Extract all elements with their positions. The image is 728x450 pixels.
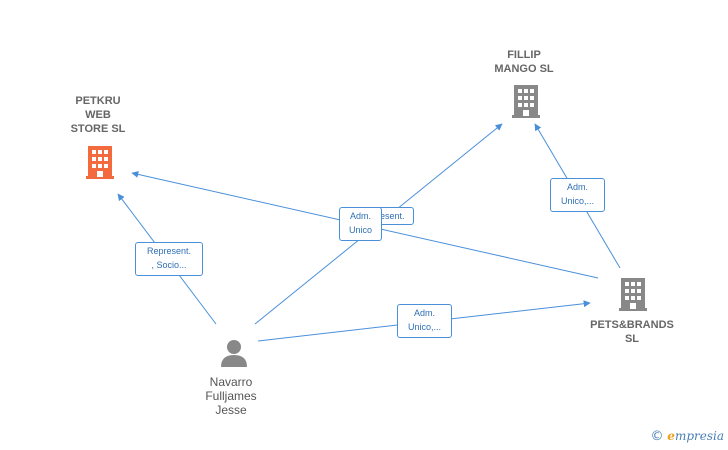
edge-label-person-pets[interactable]: Adm. Unico,... xyxy=(397,304,452,338)
building-icon-fillip[interactable] xyxy=(510,83,542,119)
node-label-pets[interactable]: PETS&BRANDS SL xyxy=(590,319,674,345)
edge-label-pets-fillip[interactable]: Adm. Unico,... xyxy=(550,178,605,212)
brand-e-letter: e xyxy=(667,429,675,443)
node-label-petkru[interactable]: PETKRU WEB STORE SL xyxy=(70,95,126,135)
building-icon-petkru[interactable] xyxy=(84,144,116,180)
brand-logo: © empresia xyxy=(650,429,724,444)
person-icon[interactable] xyxy=(219,338,249,368)
node-label-person[interactable]: Navarro Fulljames Jesse xyxy=(205,375,257,417)
building-icon-pets[interactable] xyxy=(617,276,649,312)
edge-label-person-petkru[interactable]: Represent. , Socio... xyxy=(135,242,203,276)
copyright-symbol: © xyxy=(650,429,664,444)
edge-label-person-fillip[interactable]: Adm. Unico xyxy=(339,207,382,241)
brand-name: mpresia xyxy=(674,429,724,443)
node-label-fillip[interactable]: FILLIP MANGO SL xyxy=(494,49,554,75)
